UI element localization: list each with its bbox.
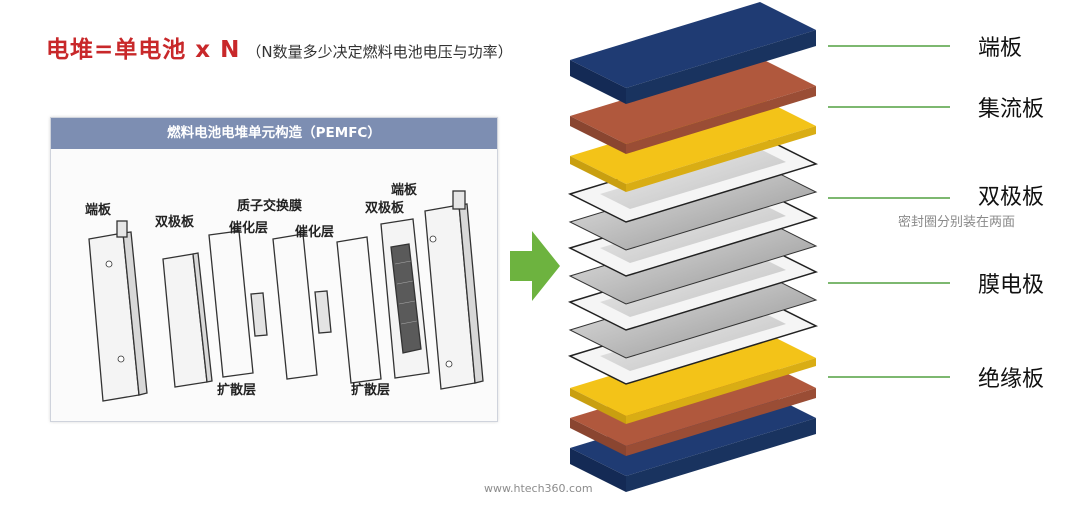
exploded-drawing [88,190,484,402]
label-end-plate: 端板 [978,36,1023,61]
stack-exploded-view [567,2,819,492]
leader-end-plate [828,45,950,47]
bottom-insulator-plate [570,330,816,424]
catalyst-patch-right [314,290,332,334]
label-diffusion-right: 扩散层 [351,383,391,398]
transition-arrow-icon [510,231,560,301]
headline: 电堆=单电池 x N （N数量多少决定燃料电池电压与功率） [46,30,513,64]
panel-title: 燃料电池电堆单元构造（PEMFC） [51,118,497,149]
label-mea: 膜电极 [978,273,1045,298]
watermark: www.htech360.com [484,482,593,495]
membrane-sheet-2 [272,233,318,380]
exploded-view: 端板 双极板 质子交换膜 催化层 催化层 端板 双极板 扩散层 扩散层 [51,149,497,421]
top-insulator-plate [570,98,816,192]
headline-note: （N数量多少决定燃料电池电压与功率） [246,43,513,61]
catalyst-patch-left [250,292,268,337]
top-current-collector [570,58,816,154]
leader-mea [828,282,950,284]
membrane-sheet-1 [208,230,254,378]
label-end-plate-left: 端板 [85,203,112,218]
leader-current-collector [828,106,950,108]
label-insulator: 绝缘板 [978,367,1045,392]
label-membrane: 质子交换膜 [237,199,303,214]
membrane-sheet-3 [336,236,382,384]
label-current-collector: 集流板 [978,97,1045,122]
pemfc-unit-panel: 燃料电池电堆单元构造（PEMFC） [50,117,498,422]
leader-insulator [828,376,950,378]
label-catalyst-left: 催化层 [229,221,269,236]
label-bipolar-right: 双极板 [365,201,405,216]
label-diffusion-left: 扩散层 [217,383,257,398]
label-end-plate-right: 端板 [391,183,418,198]
label-bipolar-plate: 双极板 [978,185,1045,210]
label-bipolar-left: 双极板 [155,215,195,230]
leader-bipolar-plate [828,197,950,199]
headline-formula: 电堆=单电池 x N [46,37,241,63]
top-end-plate [570,2,816,104]
seal-note: 密封圈分别装在两面 [898,215,1016,230]
label-catalyst-right: 催化层 [295,225,335,240]
